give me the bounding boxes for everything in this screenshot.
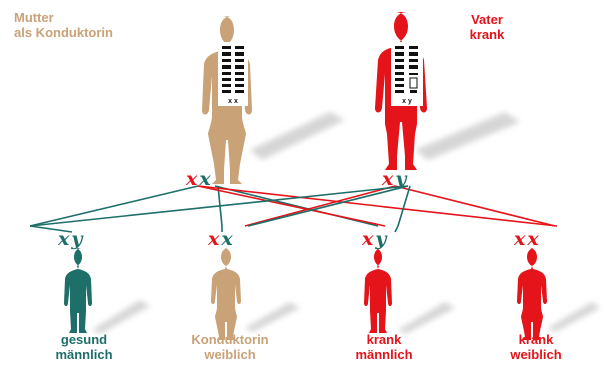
child-3-gene-2: y: [375, 228, 388, 250]
child-sick-female-figure: [517, 248, 547, 340]
child-3-label: krank männlich: [314, 332, 454, 362]
child-4-gene-2: x: [527, 228, 540, 250]
child-healthy-male-figure: [64, 248, 92, 333]
father-label-line1: Vater: [452, 12, 522, 27]
father-label-line2: krank: [452, 27, 522, 42]
child-2-gene-2: x: [221, 228, 234, 250]
child-1-label-line1: gesund: [14, 332, 154, 347]
child-4-gene-1: x: [514, 228, 527, 250]
mother-label-line1: Mutter: [14, 10, 113, 25]
father-figure: x y: [375, 12, 427, 170]
father-label: Vater krank: [452, 12, 522, 42]
child-1-genes: xy: [58, 228, 84, 250]
mother-genes: xx: [186, 168, 213, 190]
child-2-label: Konduktorin weiblich: [160, 332, 300, 362]
father-genes: xy: [382, 168, 408, 190]
child-4-label-line1: krank: [466, 332, 606, 347]
mother-figure: x x: [202, 16, 252, 184]
child-3-label-line2: männlich: [314, 347, 454, 362]
child-3-genes: xy: [362, 228, 388, 250]
child-4-genes: xx: [514, 228, 541, 250]
child-1-label: gesund männlich: [14, 332, 154, 362]
father-gene-2: y: [395, 168, 408, 190]
child-carrier-female-figure: [211, 248, 241, 340]
child-2-gene-1: x: [208, 228, 221, 250]
child-4-label-line2: weiblich: [466, 347, 606, 362]
child-2-genes: xx: [208, 228, 235, 250]
child-3-label-line1: krank: [314, 332, 454, 347]
child-sick-male-figure: [364, 248, 392, 333]
child-1-label-line2: männlich: [14, 347, 154, 362]
mother-label-line2: als Konduktorin: [14, 25, 113, 40]
child-4-label: krank weiblich: [466, 332, 606, 362]
mother-gene-1: x: [186, 168, 199, 190]
mother-chromosome-label: x x: [228, 98, 238, 105]
mother-label: Mutter als Konduktorin: [14, 10, 113, 40]
child-1-gene-2: y: [71, 228, 84, 250]
mother-gene-2: x: [199, 168, 212, 190]
father-chromosome-label: x y: [402, 98, 412, 105]
child-1-gene-1: x: [58, 228, 71, 250]
inheritance-lines: [30, 186, 557, 232]
father-gene-1: x: [382, 168, 395, 190]
child-3-gene-1: x: [362, 228, 375, 250]
child-2-label-line2: weiblich: [160, 347, 300, 362]
child-2-label-line1: Konduktorin: [160, 332, 300, 347]
